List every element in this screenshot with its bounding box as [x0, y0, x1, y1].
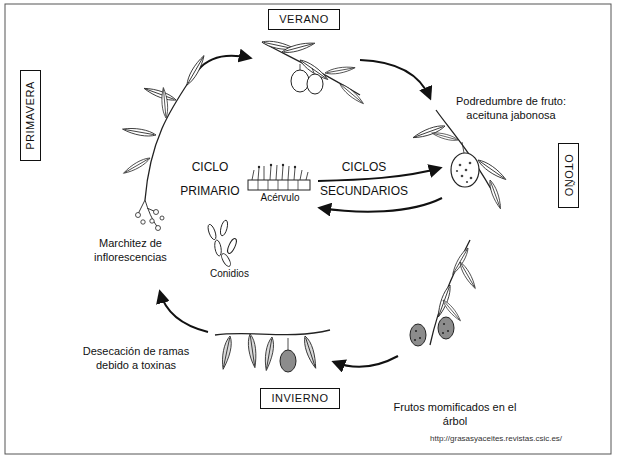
conidia	[206, 219, 238, 267]
season-box: PRIMAVERA	[20, 70, 41, 161]
annotation: CICLOS SECUNDARIOS	[316, 155, 412, 203]
spring-branch	[122, 54, 207, 230]
summer-branch	[261, 39, 365, 106]
season-name: OTOÑO	[563, 154, 574, 197]
season-name: PRIMAVERA	[25, 81, 36, 149]
frame	[5, 4, 611, 454]
annotation: Conidios	[210, 268, 260, 280]
cycle-arrows	[160, 56, 442, 367]
annotation: CICLO PRIMARIO	[174, 155, 246, 203]
source-url: http://grasasyaceites.revistas.csic.es/	[430, 434, 605, 444]
mummified-fruit-branch	[410, 240, 478, 346]
annotation: Desecación de ramas debido a toxinas	[80, 344, 192, 372]
season-box: OTOÑO	[558, 143, 579, 208]
season-name: INVIERNO	[271, 393, 328, 404]
season-box: VERANO	[268, 9, 340, 30]
annotation: Acérvulo	[255, 192, 305, 204]
season-box: INVIERNO	[260, 388, 340, 409]
acervulus	[248, 164, 310, 190]
season-name: VERANO	[279, 14, 328, 25]
annotation: Marchitez de inflorescencias	[88, 236, 173, 264]
annotation: Frutos momificados en el árbol	[386, 400, 524, 428]
winter-branch	[215, 330, 330, 372]
autumn-branch	[412, 110, 508, 210]
annotation: Podredumbre de fruto: aceituna jabonosa	[452, 94, 570, 122]
